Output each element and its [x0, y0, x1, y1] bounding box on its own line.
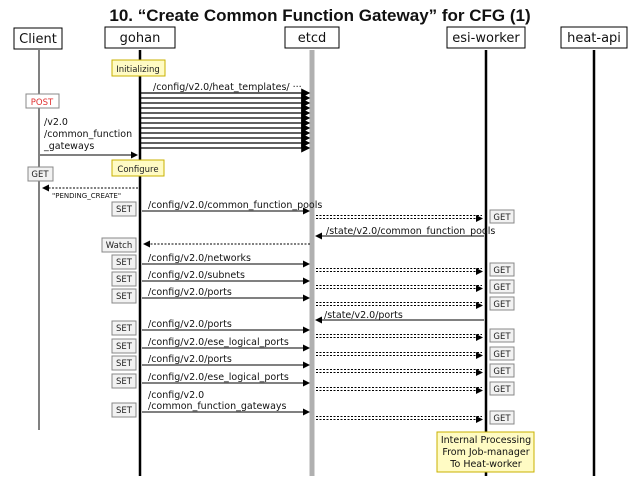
- get-label: GET: [493, 332, 511, 342]
- op-label: /config/v2.0: [148, 390, 204, 401]
- op-label: /config/v2.0/ports: [148, 354, 232, 365]
- set-label: SET: [116, 292, 133, 302]
- configure-label: Configure: [117, 165, 158, 175]
- set-label: SET: [116, 377, 133, 387]
- set-label: SET: [116, 359, 133, 369]
- configure-note: [111, 159, 165, 177]
- set-label: SET: [116, 205, 133, 215]
- client-get-label: GET: [31, 170, 49, 180]
- set-label: SET: [116, 342, 133, 352]
- op-label: /config/v2.0/common_function_pools: [148, 200, 322, 211]
- set-label: SET: [116, 406, 133, 416]
- set-badge: [111, 254, 137, 270]
- actor-client: Client: [19, 32, 57, 47]
- get-label: GET: [493, 350, 511, 360]
- set-get-operations: /config/v2.0/common_function_poolsSETGET…: [111, 200, 515, 425]
- set-label: SET: [116, 324, 133, 334]
- internal-processing-note: [436, 431, 535, 473]
- op-label: /config/v2.0/ports: [148, 319, 232, 330]
- etcd-box: [284, 26, 340, 49]
- watch-badge: [101, 237, 137, 253]
- client-box: [13, 27, 63, 50]
- initializing-label: Initializing: [116, 65, 160, 75]
- post-label: POST: [31, 98, 54, 108]
- internal-line-3: To Heat-worker: [449, 459, 521, 470]
- set-badge: [111, 338, 137, 354]
- op-label: /config/v2.0/networks: [148, 253, 251, 264]
- gohan-box: [104, 26, 176, 49]
- state-pools-label: /state/v2.0/common_function_pools: [326, 226, 495, 237]
- post-path-1: /v2.0: [44, 117, 68, 128]
- op-label: /config/v2.0/subnets: [148, 270, 245, 281]
- post-path-2: /common_function: [44, 129, 132, 140]
- set-badge: [111, 355, 137, 371]
- heat-templates-label: /config/v2.0/heat_templates/ ···: [153, 82, 302, 93]
- actor-esi-worker: esi-worker: [452, 31, 520, 46]
- actor-etcd: etcd: [298, 31, 327, 46]
- get-label: GET: [493, 300, 511, 310]
- heat-api-box: [560, 26, 628, 49]
- set-badge: [111, 271, 137, 287]
- initializing-note: [111, 59, 166, 77]
- get-label: GET: [493, 266, 511, 276]
- get-label: GET: [493, 367, 511, 377]
- set-label: SET: [116, 275, 133, 285]
- get-badge: [489, 279, 515, 294]
- watch-label: Watch: [106, 241, 132, 251]
- diagram-title: 10. “Create Common Function Gateway” for…: [109, 6, 530, 25]
- get-label: GET: [493, 213, 511, 223]
- set-label: SET: [116, 258, 133, 268]
- pending-label: "PENDING_CREATE": [52, 192, 121, 200]
- set-badge: [111, 373, 137, 389]
- get-badge: [489, 296, 515, 311]
- get-label: GET: [493, 385, 511, 395]
- client-get-badge: [27, 166, 54, 182]
- get-badge: [489, 328, 515, 343]
- get-badge: [489, 363, 515, 378]
- get-badge: [489, 209, 515, 224]
- actor-gohan: gohan: [120, 31, 161, 46]
- actor-heat-api: heat-api: [567, 31, 621, 46]
- post-path-3: _gateways: [43, 141, 94, 152]
- esi-worker-box: [446, 26, 526, 49]
- get-label: GET: [493, 414, 511, 424]
- post-badge: [25, 93, 60, 109]
- set-badge: [111, 288, 137, 304]
- internal-line-2: From Job-manager: [442, 447, 529, 458]
- get-label: GET: [493, 283, 511, 293]
- get-badge: [489, 381, 515, 396]
- op-label: /common_function_gateways: [148, 401, 287, 412]
- get-badge: [489, 410, 515, 425]
- op-label: /config/v2.0/ese_logical_ports: [148, 337, 289, 348]
- heat-template-arrows: [141, 88, 311, 153]
- get-badge: [489, 262, 515, 277]
- internal-line-1: Internal Processing: [441, 435, 531, 446]
- set-badge: [111, 320, 137, 336]
- get-badge: [489, 346, 515, 361]
- set-badge: [111, 201, 137, 217]
- op-label: /config/v2.0/ese_logical_ports: [148, 372, 289, 383]
- state-ports-label: /state/v2.0/ports: [324, 310, 403, 321]
- op-label: /config/v2.0/ports: [148, 287, 232, 298]
- set-badge: [111, 402, 137, 418]
